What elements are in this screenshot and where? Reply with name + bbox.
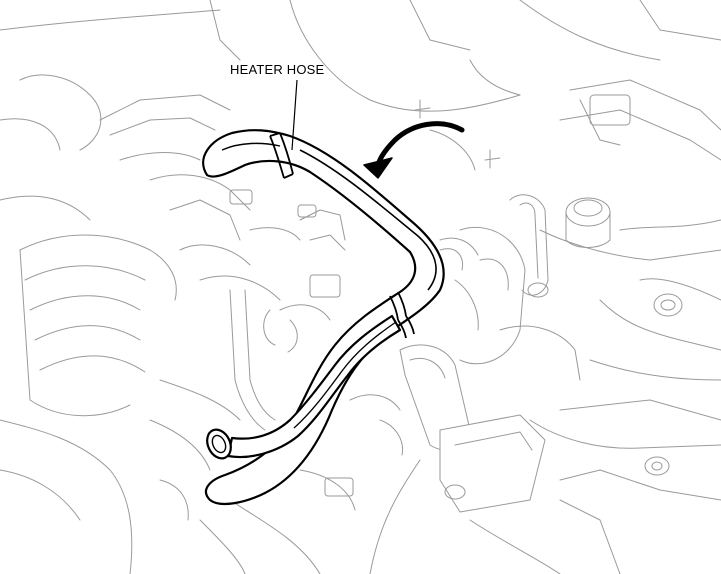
arrow-head-icon	[363, 157, 393, 179]
hose-clamp-top	[269, 132, 294, 179]
hose-inner-line	[299, 149, 437, 291]
hose-branch-inner-line	[293, 321, 397, 429]
removal-arrow	[363, 121, 465, 179]
hose-clamp-lower	[397, 315, 415, 339]
heater-hose-label: HEATER HOSE	[230, 62, 325, 77]
callout-leader-line	[291, 79, 298, 151]
hose-open-end-inner	[211, 434, 227, 454]
heater-hose	[202, 129, 445, 506]
hose-outer-outline	[202, 129, 445, 506]
hose-clamp-middle	[389, 291, 407, 321]
hose-inner-line-2	[221, 142, 281, 151]
